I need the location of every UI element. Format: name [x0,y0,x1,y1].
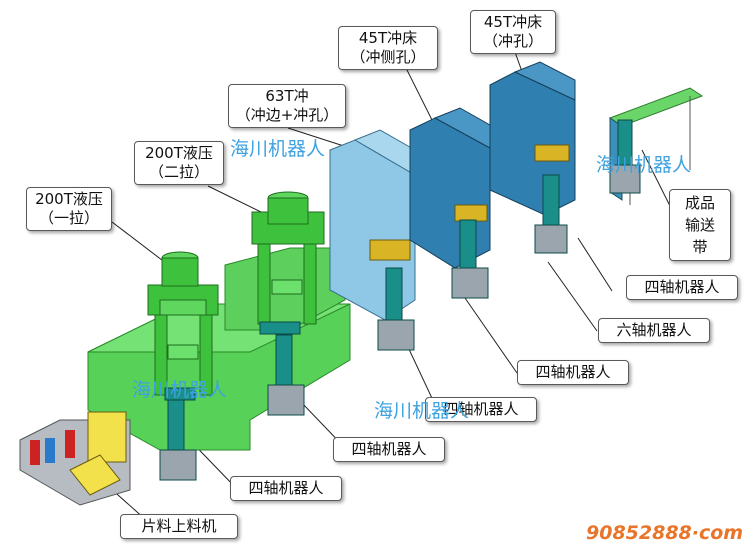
label-press-45t-hole-line2: （冲孔） [482,32,543,50]
sheet-loader [19,411,131,506]
label-press-63t-line2: （冲边+冲孔） [235,106,339,124]
label-robot-4axis-c-text: 四轴机器人 [443,400,519,418]
label-hydraulic-1-line2: （一拉） [38,209,99,227]
label-press-63t-line1: 63T冲 [265,87,309,105]
label-robot-4axis-d: 四轴机器人 [333,437,445,462]
label-robot-4axis-e-text: 四轴机器人 [248,479,324,497]
label-loader: 片料上料机 [120,514,238,539]
label-robot-4axis-e: 四轴机器人 [230,476,342,501]
label-hydraulic-2-line1: 200T液压 [145,144,213,162]
watermark: 海川机器人 [374,400,470,422]
label-press-45t-side: 45T冲床 （冲侧孔） [338,26,438,70]
label-press-45t-side-line1: 45T冲床 [358,29,418,47]
watermark: 海川机器人 [596,154,692,176]
label-press-45t-hole: 45T冲床 （冲孔） [470,10,556,54]
hydraulic-press-2 [251,191,325,325]
press-45t-hole [489,61,576,216]
label-conveyor: 成品 输送 带 [669,189,731,261]
robots [159,119,641,481]
label-conveyor-line3: 带 [692,238,708,256]
label-robot-6axis-text: 六轴机器人 [616,321,692,339]
label-hydraulic-1: 200T液压 （一拉） [26,187,112,231]
label-conveyor-line2: 输送 [684,216,715,234]
label-robot-4axis-b: 四轴机器人 [517,360,629,385]
hydraulic-press-1 [147,251,219,396]
label-hydraulic-1-line1: 200T液压 [35,190,103,208]
label-press-45t-side-line2: （冲侧孔） [350,48,426,66]
label-hydraulic-2-line2: （二拉） [148,163,209,181]
label-robot-4axis-c: 四轴机器人 [425,397,537,422]
label-conveyor-line1: 成品 [684,194,715,212]
label-robot-4axis-d-text: 四轴机器人 [351,440,427,458]
label-loader-text: 片料上料机 [141,517,217,535]
label-robot-4axis-a: 四轴机器人 [626,275,738,300]
label-robot-4axis-b-text: 四轴机器人 [535,363,611,381]
label-hydraulic-2: 200T液压 （二拉） [134,141,224,185]
watermark: 海川机器人 [230,138,326,160]
watermark: 海川机器人 [132,379,228,401]
label-press-63t: 63T冲 （冲边+冲孔） [228,84,346,128]
brand-watermark: 90852888·com [586,522,744,544]
label-robot-6axis: 六轴机器人 [598,318,710,343]
press-45t-side [409,107,491,269]
label-press-45t-hole-line1: 45T冲床 [483,13,543,31]
label-robot-4axis-a-text: 四轴机器人 [644,278,720,296]
